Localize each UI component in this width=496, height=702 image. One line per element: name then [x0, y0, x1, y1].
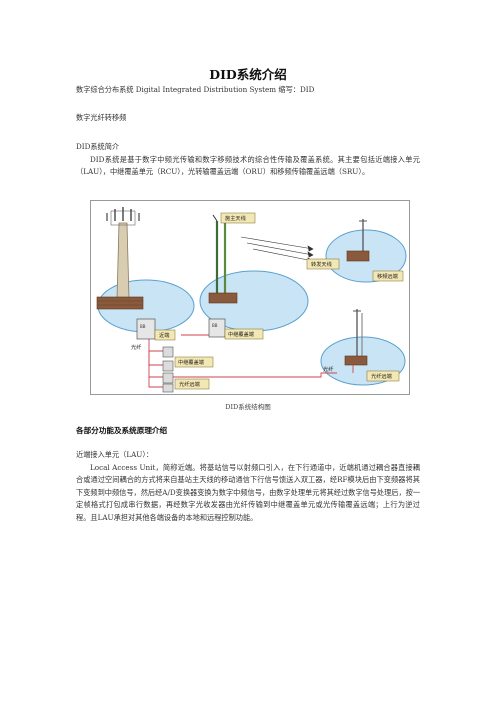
donor-antenna-label-box: [220, 212, 256, 224]
fiber-unit-small-icon-2: [162, 372, 174, 384]
extra-unit-small-icon: [162, 383, 174, 393]
fiber-remote-1-label-box: [174, 378, 210, 390]
building-left-icon: [96, 296, 144, 310]
retransmit-antenna-label: 转发天线: [311, 260, 332, 268]
fiber-remote-tower-icon: [344, 309, 368, 366]
fiber-remote-2-label: 光纤远端: [371, 372, 392, 380]
relay-cabinet-icon: [208, 318, 226, 338]
base-station-tower-icon: [106, 207, 140, 300]
system-structure-diagram: BB BB 施主天线 转发天线 移频远端 近端 中继覆盖端: [90, 200, 410, 395]
shift-remote-tower-icon: [346, 219, 370, 262]
wireless-link-arrows: [240, 236, 314, 264]
relay-unit-small-icon: [162, 346, 174, 358]
lau-paragraph: Local Access Unit，简称近端。将基站信号以射频口引入，在下行通道…: [76, 463, 421, 522]
unit-label-1: BB: [140, 324, 146, 329]
near-end-label-box: [154, 329, 176, 341]
figure-caption: DID系统结构图: [225, 403, 271, 411]
fiber-label-1: 光纤: [131, 343, 141, 351]
subtitle-line: 数字综合分布系统 Digital Integrated Distribution…: [76, 85, 315, 94]
relay-cover-end-label: 中继覆盖端: [228, 330, 254, 338]
building-center-icon: [208, 292, 238, 304]
shift-remote-label-box: [372, 270, 404, 282]
retransmit-antenna-label-box: [306, 258, 340, 270]
fiber-unit-small-icon: [162, 360, 174, 372]
shift-remote-label: 移频远端: [377, 272, 398, 280]
intro-paragraph: DID系统是基于数字中频光传输和数字移频技术的综合性传输及覆盖系统。其主要包括近…: [76, 155, 420, 177]
unit-label-2: BB: [212, 323, 218, 328]
lau-heading: 近端接入单元（LAU）：: [76, 450, 154, 459]
fiber-label-2: 光纤: [323, 365, 333, 373]
relay-cover-end-2-label: 中继覆盖端: [178, 358, 204, 366]
intro-heading: DID系统简介: [76, 142, 120, 151]
near-end-label: 近端: [159, 331, 169, 339]
relay-cover-end-label-box: [224, 328, 264, 340]
relay-cover-end-2-label-box: [174, 356, 214, 368]
diagram-svg: BB BB 施主天线 转发天线 移频远端 近端 中继覆盖端: [96, 207, 407, 393]
section-heading: 各部分功能及系统原理介绍: [76, 426, 168, 435]
page-title: DID系统介绍: [209, 67, 287, 82]
near-end-cabinet-icon: [136, 318, 156, 340]
fiber-remote-2-label-box: [366, 370, 400, 382]
topic-line: 数字光纤转移频: [76, 113, 127, 122]
fiber-remote-1-label: 光纤远端: [179, 380, 200, 388]
donor-antenna-label: 施主天线: [225, 214, 246, 222]
